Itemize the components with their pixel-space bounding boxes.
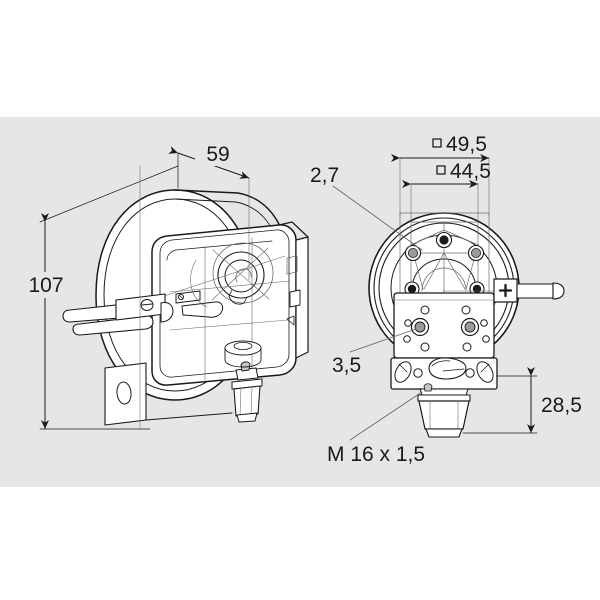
- screw-upper-right: [467, 244, 485, 262]
- screw-top-center: [435, 231, 453, 249]
- dimension-59-label: 59: [206, 143, 229, 166]
- mounting-bracket: [104, 362, 233, 426]
- switch-lever: [175, 290, 224, 318]
- rear-face-panel: [278, 221, 309, 359]
- pressure-connection-tubes: [62, 293, 174, 336]
- square-symbol-495: [432, 138, 442, 148]
- dimension-107: 107: [20, 165, 179, 430]
- leader-27: 2,7: [310, 164, 423, 251]
- leader-27-label: 2,7: [310, 164, 339, 187]
- housing-notches: [286, 255, 301, 326]
- terminal-screw-right: [460, 317, 480, 337]
- leader-35-label: 3,5: [332, 354, 361, 377]
- screw-upper-left: [404, 244, 422, 262]
- dimension-445: 44,5: [402, 160, 491, 223]
- base-plate: [390, 357, 498, 390]
- fixing-screws: [404, 231, 485, 297]
- dimension-285-label: 28,5: [541, 394, 582, 417]
- dimension-59: 59: [168, 142, 250, 281]
- terminal-screw-left: [410, 317, 430, 337]
- dimension-107-label: 107: [28, 274, 63, 297]
- square-symbol-445: [436, 165, 446, 175]
- square-enclosure: [151, 224, 297, 386]
- front-view: 49,5 44,5 28,5: [310, 133, 582, 466]
- leader-thread: M 16 x 1,5: [327, 391, 425, 466]
- hidden-construction-lines: [151, 237, 291, 381]
- isometric-view: 107 59: [20, 142, 309, 430]
- terminal-screws: [403, 305, 490, 352]
- dimension-495-label: 49,5: [446, 133, 487, 156]
- plus-pressure-port: [442, 278, 565, 303]
- internal-boss: [224, 340, 262, 368]
- cable-gland: [231, 361, 263, 423]
- front-cable-gland: [417, 383, 471, 438]
- leader-35: 3,5: [332, 328, 417, 377]
- leader-thread-label: M 16 x 1,5: [327, 443, 425, 466]
- dimension-285: 28,5: [462, 367, 582, 434]
- dimension-495: 49,5: [391, 133, 490, 217]
- dimension-445-label: 44,5: [450, 160, 491, 183]
